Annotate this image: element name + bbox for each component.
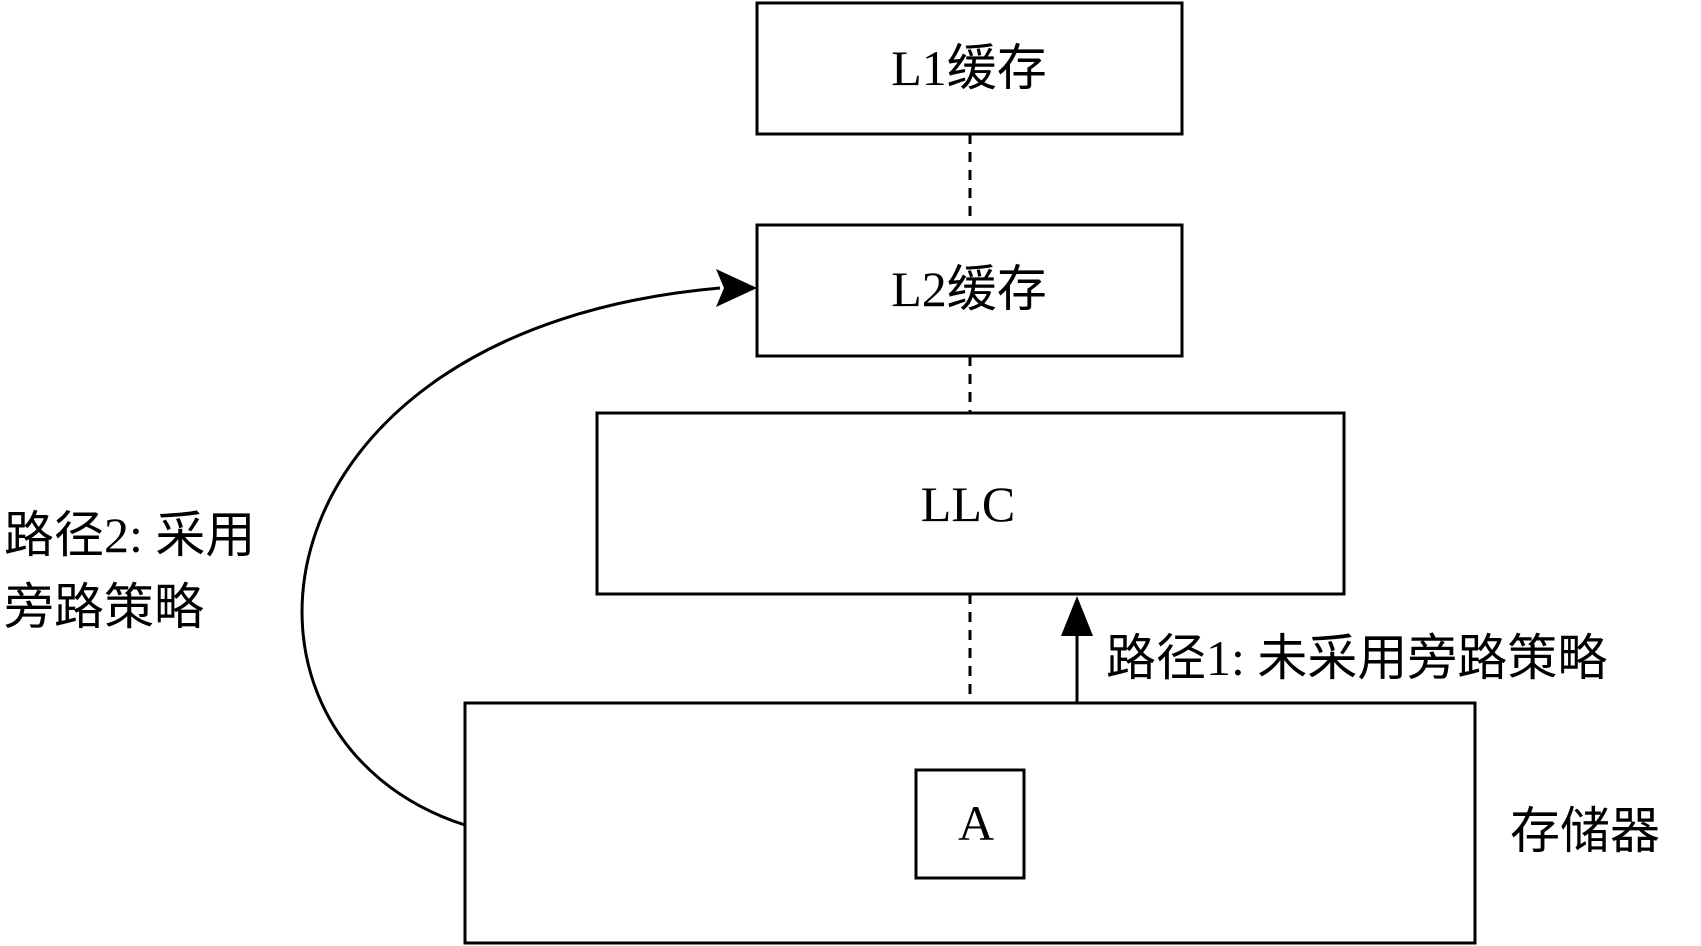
l1-cache-box: [755, 1, 1184, 136]
llc-block: LLC: [595, 411, 1346, 596]
l1-cache-block: L1缓存: [755, 1, 1184, 136]
path2-arrowhead-icon: [716, 269, 757, 307]
path1-arrowhead-icon: [1061, 596, 1093, 636]
l1-cache-label: L1缓存: [891, 40, 1047, 96]
path2-label-line1: 路径2: 采用: [4, 507, 255, 563]
path2-arrow: [300, 269, 757, 827]
l2-cache-block: L2缓存: [755, 223, 1184, 358]
path1-arrow: [1061, 596, 1093, 703]
memory-block: A: [463, 701, 1477, 945]
memory-label: 存储器: [1510, 803, 1660, 859]
llc-label: LLC: [921, 476, 1015, 532]
path2-arrow-curve: [300, 286, 721, 827]
data-block-a-label: A: [958, 795, 994, 851]
l2-cache-label: L2缓存: [891, 261, 1047, 317]
path1-label: 路径1: 未采用旁路策略: [1106, 630, 1607, 686]
data-block-a-box: [914, 768, 1026, 880]
path2-label-line2: 旁路策略: [4, 579, 204, 635]
l2-cache-box: [755, 223, 1184, 358]
